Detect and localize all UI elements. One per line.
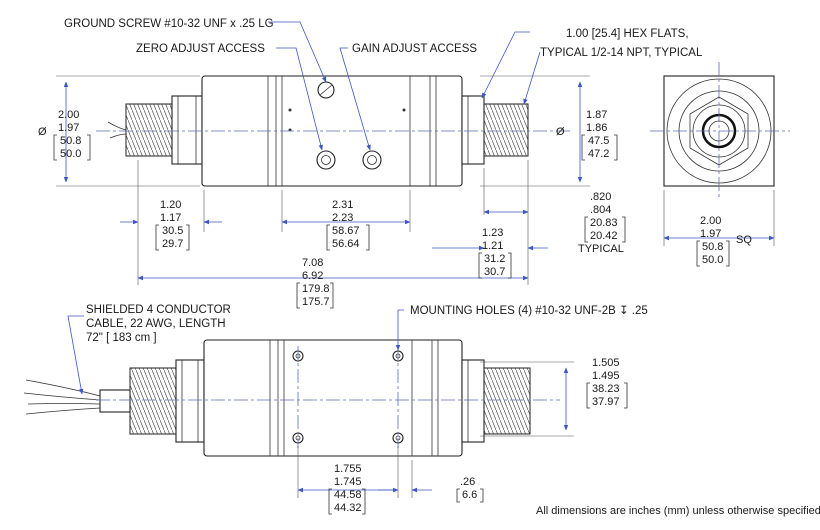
bottom-view — [23, 339, 560, 457]
dim-value-mm: 179.8 — [302, 283, 330, 295]
dim-value: 1.97 — [58, 122, 79, 134]
dim-value-mm: 30.7 — [484, 266, 505, 278]
end-view — [650, 62, 790, 200]
callout-leaders — [67, 21, 541, 395]
dim-value: 2.00 — [58, 109, 79, 121]
dim-thread-diameter: Ø 1.87 1.86 47.5 47.2 — [556, 109, 618, 161]
dim-value-mm: 56.64 — [332, 238, 360, 250]
npt-callout: TYPICAL 1/2-14 NPT, TYPICAL — [540, 47, 703, 59]
dim-value: 2.23 — [332, 212, 353, 224]
dim-value: 2.31 — [332, 199, 353, 211]
ground-screw-callout: GROUND SCREW #10-32 UNF x .25 LG — [64, 18, 274, 30]
dim-value-mm: 50.0 — [702, 254, 723, 266]
footer-note: All dimensions are inches (mm) unless ot… — [536, 505, 820, 517]
dim-hole-spacing: 1.755 1.745 44.58 44.32 — [328, 463, 366, 515]
dim-value-mm: 38.23 — [592, 383, 620, 395]
dim-flat-height: 1.505 1.495 38.23 37.97 — [586, 357, 628, 409]
dim-value: 1.17 — [160, 212, 181, 224]
gain-adjust-callout: GAIN ADJUST ACCESS — [352, 43, 477, 55]
dim-value-mm: 47.5 — [588, 135, 609, 147]
dim-value: 1.755 — [334, 463, 362, 475]
cable-callout-line2: CABLE, 22 AWG, LENGTH — [86, 318, 226, 330]
dim-value-mm: 20.83 — [590, 217, 618, 229]
dim-end-square: 2.00 1.97 SQ 50.8 50.0 — [696, 215, 752, 267]
typical-note: TYPICAL — [578, 243, 624, 255]
dim-value-mm: 44.58 — [334, 489, 362, 501]
sq-label: SQ — [736, 234, 752, 246]
dim-right-length: 1.23 1.21 31.2 30.7 — [478, 227, 512, 279]
dim-value-mm: 58.67 — [332, 225, 360, 237]
dim-value: 2.00 — [700, 215, 721, 227]
dim-value: .26 — [460, 476, 475, 488]
dim-value-mm: 50.8 — [702, 241, 723, 253]
dim-value: 1.21 — [482, 240, 503, 252]
dim-value: .804 — [590, 204, 611, 216]
cable-callout-line1: SHIELDED 4 CONDUCTOR — [86, 304, 231, 316]
dim-value-mm: 20.42 — [590, 230, 618, 242]
dim-value-mm: 30.5 — [162, 225, 183, 237]
dim-value: 1.86 — [586, 122, 607, 134]
dim-left-length: 1.20 1.17 30.5 29.7 — [155, 199, 190, 251]
dim-body-diameter: Ø 2.00 1.97 50.8 50.0 — [38, 109, 91, 161]
dim-value: 1.505 — [592, 357, 620, 369]
dim-value: 1.87 — [586, 109, 607, 121]
dim-value: 7.08 — [302, 257, 323, 269]
mounting-holes-callout: MOUNTING HOLES (4) #10-32 UNF-2B ↧ .25 — [410, 305, 648, 317]
top-view — [96, 75, 570, 187]
dim-value-mm: 29.7 — [162, 238, 183, 250]
dim-thread-length: .820 .804 20.83 20.42 TYPICAL — [578, 191, 626, 255]
dim-value-mm: 50.0 — [60, 148, 81, 160]
dim-value: 1.745 — [334, 476, 362, 488]
dim-value: .820 — [590, 191, 611, 203]
dim-value: 1.20 — [160, 199, 181, 211]
dim-value-mm: 175.7 — [302, 296, 330, 308]
zero-adjust-callout: ZERO ADJUST ACCESS — [136, 43, 265, 55]
hex-flats-callout: 1.00 [25.4] HEX FLATS, — [566, 28, 689, 40]
dim-value-mm: 44.32 — [334, 502, 362, 514]
dim-value: 6.92 — [302, 270, 323, 282]
dim-value-mm: 6.6 — [462, 489, 477, 501]
dim-value: 1.97 — [700, 228, 721, 240]
dim-value-mm: 47.2 — [588, 148, 609, 160]
diameter-symbol: Ø — [556, 126, 565, 138]
dim-mid-length: 2.31 2.23 58.67 56.64 — [326, 199, 370, 251]
dim-value-mm: 37.97 — [592, 396, 620, 408]
dim-value: 1.495 — [592, 370, 620, 382]
cable-callout-line3: 72" [ 183 cm ] — [86, 332, 157, 344]
dim-hole-offset: .26 6.6 — [456, 476, 484, 503]
dim-value: 1.23 — [482, 227, 503, 239]
dim-overall-length: 7.08 6.92 179.8 175.7 — [296, 257, 334, 309]
dim-value-mm: 31.2 — [484, 253, 505, 265]
dim-value-mm: 50.8 — [60, 135, 81, 147]
dimension-lines — [56, 75, 775, 498]
diameter-symbol: Ø — [38, 126, 47, 138]
